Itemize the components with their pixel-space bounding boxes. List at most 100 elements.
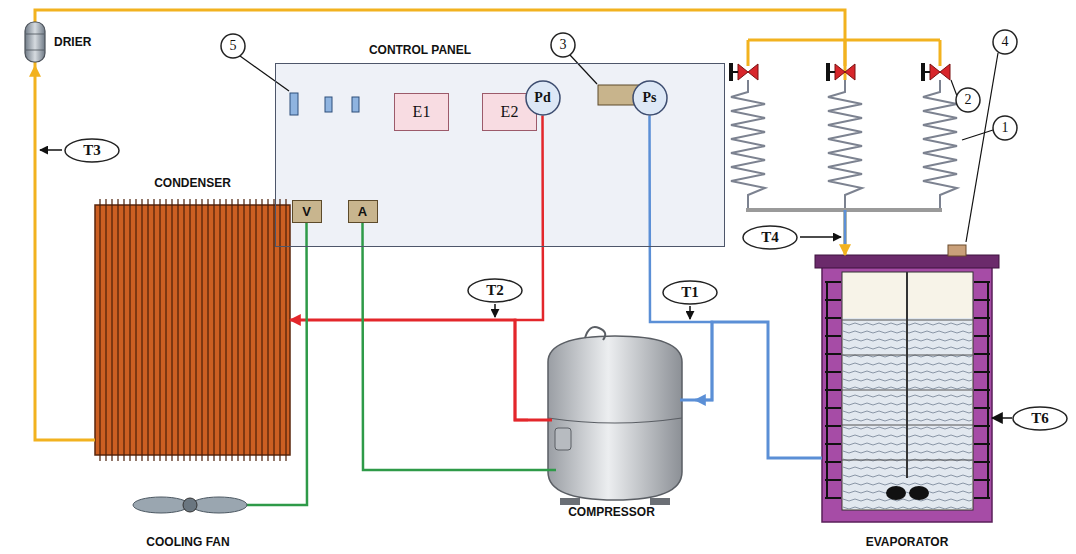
valve-symbol <box>930 64 950 80</box>
condenser-fin <box>135 199 136 461</box>
evaporator-tube <box>825 282 990 498</box>
capillary-tube <box>731 80 957 210</box>
temperature-point: T3 <box>64 138 120 163</box>
node-label: T1 <box>681 284 699 301</box>
compressor-body <box>585 327 605 340</box>
cooling-fan: COOLING FAN <box>118 488 258 552</box>
outline <box>221 34 245 58</box>
suction-line <box>695 322 822 458</box>
drier-body <box>26 50 44 51</box>
condenser-fin <box>165 199 166 461</box>
node-label: DRIER <box>54 35 91 49</box>
compressor-body <box>650 498 670 505</box>
condenser-fin <box>237 199 238 461</box>
node-label: CONDENSER <box>154 176 231 190</box>
condenser-coil <box>95 199 290 461</box>
outline <box>633 81 667 115</box>
condenser-fin <box>243 199 244 461</box>
inlet-manifold <box>748 40 940 66</box>
compressor-body <box>560 498 580 505</box>
temperature-point: T6 <box>1012 406 1068 431</box>
condenser-fin <box>219 199 220 461</box>
temperature-point: T4 <box>742 225 798 250</box>
condenser-fin <box>189 199 190 461</box>
condenser-fin <box>147 199 148 461</box>
sensor-arrow <box>494 304 496 317</box>
condenser-fin <box>129 199 130 461</box>
condenser-fin <box>123 199 124 461</box>
liquid-line <box>35 10 845 255</box>
outline <box>993 30 1017 54</box>
evaporator-tank <box>815 255 999 268</box>
node-label: 1 <box>1002 120 1009 136</box>
leader-line <box>570 55 597 84</box>
evaporator-tank <box>822 265 992 522</box>
condenser: CONDENSER <box>95 176 290 455</box>
drier-body <box>25 22 45 62</box>
valve-symbol <box>729 63 950 81</box>
temperature-point: T1 <box>662 280 718 305</box>
node-label: 5 <box>230 38 237 54</box>
evaporator-tank <box>948 245 966 256</box>
outline <box>551 33 575 57</box>
condenser-fin <box>255 199 256 461</box>
voltmeter: V <box>292 200 322 223</box>
pressure-gauge: Pd <box>525 80 561 116</box>
node-label: E2 <box>501 103 519 121</box>
condenser-fin <box>111 199 112 461</box>
node-label: COOLING FAN <box>146 535 229 549</box>
panel-face <box>275 63 725 247</box>
drier-body <box>25 18 45 66</box>
leader-line <box>966 53 998 242</box>
valve-symbol <box>921 63 925 81</box>
node-label: A <box>358 204 367 219</box>
outline <box>663 281 717 304</box>
power-wire <box>258 223 307 505</box>
evaporator: EVAPORATOR <box>822 255 992 552</box>
node-label: CONTROL PANEL <box>276 43 724 57</box>
evaporator-tube <box>987 282 989 498</box>
drier-body <box>26 34 44 35</box>
panel-switch <box>290 93 359 115</box>
sensor-arrow <box>800 236 841 238</box>
compressor-body <box>555 428 571 450</box>
node-label: T4 <box>761 229 779 246</box>
condenser-fin <box>249 199 250 461</box>
condenser-fin <box>207 199 208 461</box>
condenser-fin <box>177 199 178 461</box>
node-label: Ps <box>643 90 657 106</box>
compressor-body <box>528 327 695 505</box>
condenser-fin <box>279 199 280 461</box>
energy-meter: E1 <box>394 93 449 131</box>
condenser-fin <box>117 199 118 461</box>
compressor-body <box>528 469 556 472</box>
node-label: T6 <box>1031 410 1049 427</box>
ammeter: A <box>348 200 378 223</box>
condenser-fin <box>261 199 262 461</box>
valve-symbol <box>729 63 733 81</box>
outline <box>468 279 522 302</box>
power-wire <box>363 223 529 470</box>
compressor-body <box>548 418 682 423</box>
outline <box>956 88 980 112</box>
gauge-line <box>650 116 713 401</box>
panel-switch <box>325 97 332 112</box>
callout-number: 5 <box>220 33 246 59</box>
condenser-fin <box>99 199 100 461</box>
gauge-line <box>515 116 543 421</box>
callout-number: 1 <box>992 115 1018 141</box>
condenser-fin <box>231 199 232 461</box>
node-label: E1 <box>413 103 431 121</box>
node-label: T3 <box>83 142 101 159</box>
callout-number: 2 <box>955 87 981 113</box>
drier: DRIER <box>22 18 130 66</box>
capillary-tube <box>923 80 957 210</box>
node-label: EVAPORATOR <box>866 535 949 549</box>
valve-symbol <box>835 64 855 80</box>
cooling-fan-symbol <box>133 497 189 513</box>
callout-number: 4 <box>992 29 1018 55</box>
condenser-fin <box>225 199 226 461</box>
condenser-fin <box>141 199 142 461</box>
condenser-fin <box>285 199 286 461</box>
